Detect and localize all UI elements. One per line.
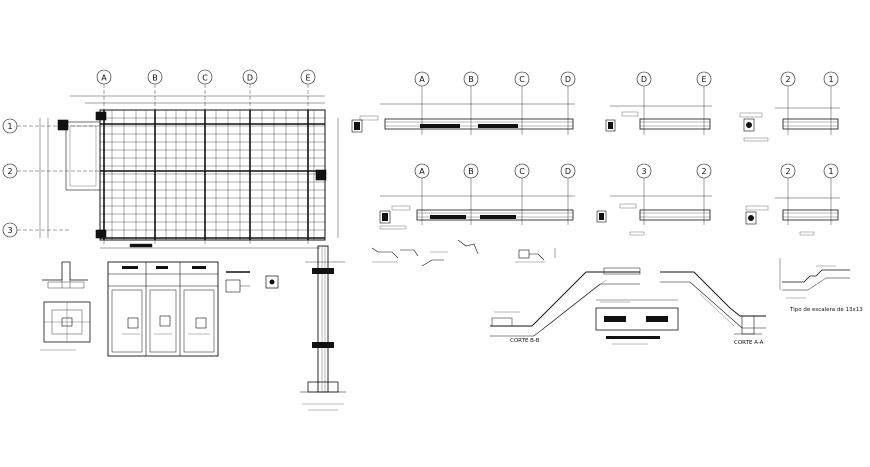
svg-text:2: 2 [785,75,790,84]
svg-text:E: E [305,74,310,83]
footing-plan [40,301,91,351]
beam-elevation-v104: A B C D [379,163,576,230]
beam-elevation-v101: A B C D [351,71,576,135]
svg-text:C: C [202,74,208,83]
beam-elevation-v106: 2 1 [745,163,840,236]
stair-type-detail: Tipo de escalera de 13x13 [779,258,863,313]
row-axis-3: 3 [2,222,70,238]
stair-section-aa: CORTE A-A [660,271,766,346]
svg-text:Tipo de escalera de 13x13: Tipo de escalera de 13x13 [789,307,863,313]
svg-text:D: D [641,75,647,84]
schedule-table [107,261,219,357]
rebar-hook-details [371,239,556,267]
stair-section-bb: CORTE B-B [490,267,641,344]
svg-text:B: B [468,75,474,84]
svg-text:CORTE B-B: CORTE B-B [510,338,540,344]
svg-text:D: D [565,75,571,84]
joist-grid [100,110,325,240]
foundation-beam-section [595,299,679,345]
plan-dimensions [39,95,339,249]
svg-text:2: 2 [701,167,706,176]
svg-text:A: A [419,75,425,84]
svg-text:C: C [519,75,525,84]
svg-text:1: 1 [828,167,833,176]
svg-text:C: C [519,167,525,176]
svg-text:A: A [419,167,425,176]
svg-text:3: 3 [641,167,646,176]
main-beams [100,110,325,240]
plan-outline [57,109,327,241]
svg-text:3: 3 [7,226,12,235]
beam-elevation-v102: D E [605,71,712,135]
column-detail [225,271,279,293]
slab-plan: A B C D E 1 [2,69,339,249]
beam-elevation-v103: 2 1 [739,71,840,142]
svg-text:2: 2 [7,167,12,176]
svg-text:B: B [152,74,158,83]
svg-text:D: D [565,167,571,176]
wall-section [300,245,346,411]
beam-elevation-v105: 3 2 [596,163,712,236]
svg-text:D: D [247,74,253,83]
row-axis-2: 2 [2,163,100,179]
svg-text:E: E [701,75,706,84]
svg-text:1: 1 [7,122,12,131]
svg-text:1: 1 [828,75,833,84]
svg-text:2: 2 [785,167,790,176]
svg-text:A: A [101,74,107,83]
svg-text:CORTE A-A: CORTE A-A [734,340,764,346]
footing-section [42,261,88,289]
svg-text:B: B [468,167,474,176]
